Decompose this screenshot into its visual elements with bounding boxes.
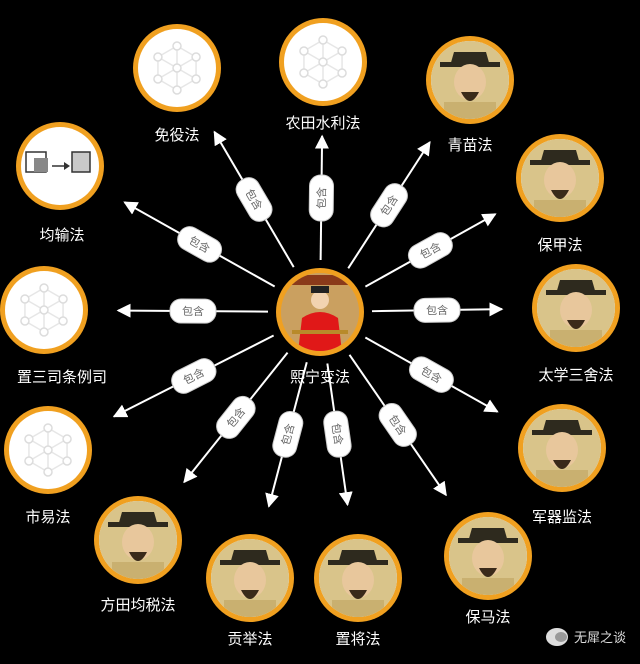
edge-label: 包含 — [413, 297, 461, 323]
edge-nongtian: 包含 — [308, 134, 335, 261]
node-fangtian[interactable]: 方田均税法 — [94, 496, 182, 614]
edge-zhijiang: 包含 — [323, 363, 353, 507]
node-label: 贡举法 — [227, 630, 272, 648]
edge-junqi: 包含 — [364, 336, 499, 413]
node-baoma[interactable]: 保马法 — [444, 512, 532, 626]
node-zhijiang[interactable]: 置将法 — [314, 534, 402, 648]
node-junqi[interactable]: 军器监法 — [518, 404, 606, 526]
edge-mianyi: 包含 — [213, 130, 295, 268]
node-mianyi[interactable]: 免役法 — [133, 24, 221, 144]
edge-label: 包含 — [378, 402, 417, 447]
edge-label: 包含 — [323, 410, 352, 458]
edge-fangtian: 包含 — [183, 352, 289, 484]
edge-baoma: 包含 — [348, 354, 447, 497]
official-portrait-icon — [431, 41, 509, 119]
edge-label: 包含 — [171, 358, 217, 394]
official-portrait-icon — [99, 501, 177, 579]
official-portrait-icon — [523, 409, 601, 487]
node-shiyi[interactable]: 市易法 — [4, 406, 92, 526]
edge-label-text: 包含 — [278, 422, 297, 447]
edge-zhisansi: 包含 — [116, 298, 269, 324]
node-label: 方田均税法 — [100, 596, 175, 614]
edge-taixue: 包含 — [371, 297, 504, 323]
edge-label: 包含 — [272, 411, 304, 458]
edge-junshu: 包含 — [123, 201, 276, 288]
official-portrait-icon — [319, 539, 397, 617]
edge-baojia: 包含 — [364, 213, 497, 288]
node-label: 市易法 — [25, 508, 70, 526]
center-node[interactable]: 熙宁变法 — [276, 268, 364, 386]
edge-label-text: 包含 — [182, 304, 204, 318]
edge-label-text: 包含 — [314, 187, 328, 209]
official-portrait-icon — [521, 139, 599, 217]
node-label: 太学三舍法 — [538, 366, 613, 384]
node-label: 保甲法 — [537, 236, 582, 254]
node-qingmiao[interactable]: 青苗法 — [426, 36, 514, 154]
edge-label: 包含 — [235, 177, 273, 222]
edge-label-text: 包含 — [329, 422, 346, 446]
node-label: 置三司条例司 — [17, 368, 107, 386]
network-placeholder-icon — [24, 423, 72, 477]
network-placeholder-icon — [20, 283, 68, 337]
official-portrait-icon — [537, 269, 615, 347]
official-portrait-icon — [449, 517, 527, 595]
node-label: 保马法 — [465, 608, 510, 626]
watermark-text: 无犀之谈 — [573, 631, 626, 646]
node-label: 军器监法 — [532, 508, 592, 526]
emperor-portrait-icon — [281, 273, 359, 351]
edge-label: 包含 — [370, 183, 408, 228]
edge-label: 包含 — [216, 395, 256, 439]
edge-gongju: 包含 — [265, 362, 308, 508]
edge-label: 包含 — [407, 232, 453, 269]
network-placeholder-icon — [299, 35, 347, 89]
edge-label: 包含 — [308, 174, 335, 222]
edge-label: 包含 — [177, 226, 223, 263]
watermark: 无犀之谈 — [545, 627, 626, 646]
node-label: 青苗法 — [447, 136, 492, 154]
edge-qingmiao: 包含 — [347, 140, 431, 269]
node-gongju[interactable]: 贡举法 — [206, 534, 294, 648]
edge-label: 包含 — [408, 356, 454, 393]
wechat-icon — [545, 627, 568, 646]
edge-label-text: 包含 — [426, 303, 448, 317]
node-baojia[interactable]: 保甲法 — [516, 134, 604, 254]
node-label: 置将法 — [335, 630, 380, 648]
node-label: 均输法 — [39, 226, 84, 244]
node-zhisansi[interactable]: 置三司条例司 — [0, 266, 107, 386]
node-label: 免役法 — [154, 126, 199, 144]
network-placeholder-icon — [153, 41, 201, 95]
edge-label: 包含 — [169, 298, 217, 324]
edges: 包含包含包含包含包含包含包含包含包含包含包含包含包含 — [112, 130, 504, 508]
node-junshu[interactable]: 均输法 — [16, 122, 104, 244]
node-nongtian[interactable]: 农田水利法 — [279, 18, 367, 132]
edge-shiyi: 包含 — [112, 334, 275, 418]
center-label: 熙宁变法 — [290, 368, 350, 386]
goods-transport-icon — [25, 151, 91, 173]
official-portrait-icon — [211, 539, 289, 617]
node-taixue[interactable]: 太学三舍法 — [532, 264, 620, 384]
node-label: 农田水利法 — [285, 114, 360, 132]
